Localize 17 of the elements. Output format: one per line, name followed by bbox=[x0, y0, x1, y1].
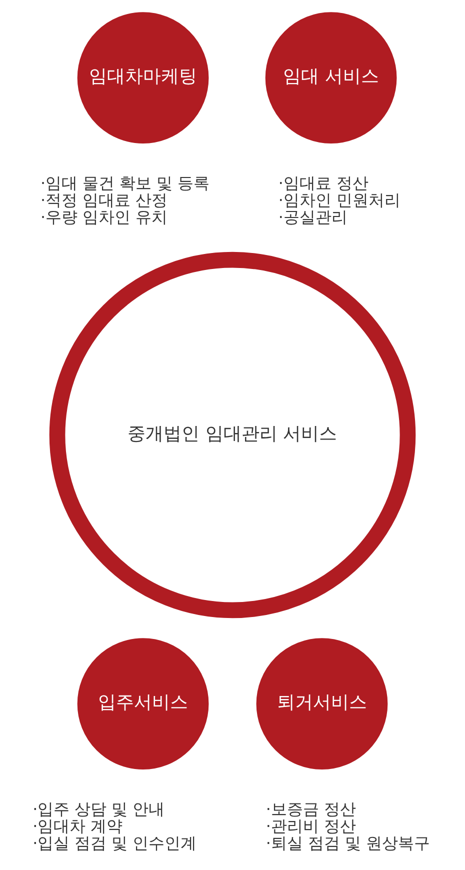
node-label: ·관리비 정산 bbox=[266, 816, 356, 836]
node-label: ·보증금 정산 bbox=[266, 799, 356, 818]
node-circle: 입주서비스 bbox=[77, 638, 209, 770]
node-circle: 퇴거서비스 bbox=[256, 638, 388, 770]
node-label: ·임대 물건 확보 및 등록 bbox=[40, 173, 210, 192]
node-circle: 중개법인 임대관리 서비스 bbox=[49, 252, 416, 618]
node-circle: 임대 서비스 bbox=[265, 12, 397, 144]
node-circle: 임대차마케팅 bbox=[77, 12, 209, 144]
node-label: ·입실 점검 및 인수인계 bbox=[32, 833, 197, 852]
node-label: ·적정 임대료 산정 bbox=[40, 190, 168, 210]
node-label: ·임차인 민원처리 bbox=[278, 190, 400, 210]
node-label: ·입주 상담 및 안내 bbox=[32, 799, 165, 818]
node-label: ·임대료 정산 bbox=[278, 173, 368, 192]
node-label: ·임대차 계약 bbox=[32, 816, 123, 836]
node-label: ·퇴실 점검 및 원상복구 bbox=[266, 833, 430, 852]
node-label: ·공실관리 bbox=[278, 207, 348, 226]
node-label: ·우량 임차인 유치 bbox=[40, 207, 168, 226]
